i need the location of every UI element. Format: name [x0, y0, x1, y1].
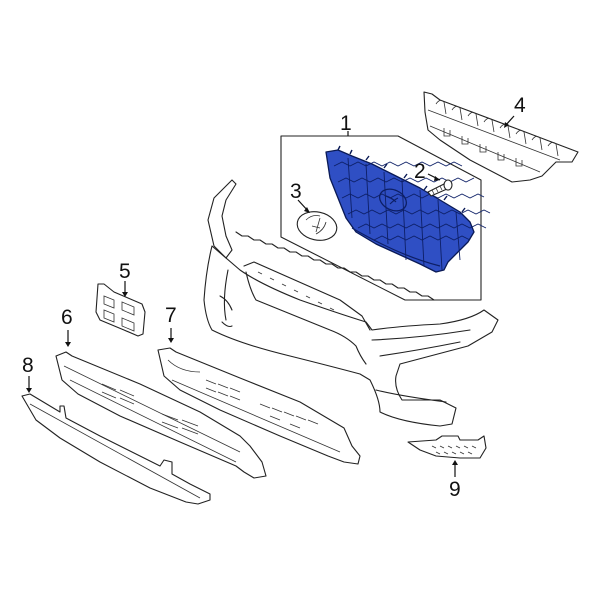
- bumper-cover[interactable]: [203, 179, 499, 427]
- part-6-lower-absorber[interactable]: [55, 351, 267, 479]
- callout-9[interactable]: 9: [449, 460, 461, 501]
- svg-text:6: 6: [61, 306, 73, 329]
- callout-3[interactable]: 3: [290, 180, 310, 213]
- svg-text:3: 3: [290, 180, 302, 203]
- part-9-side-grille[interactable]: [407, 435, 487, 459]
- svg-text:4: 4: [514, 94, 526, 117]
- part-4-upper-bracket[interactable]: [423, 91, 579, 183]
- part-1-grille[interactable]: [325, 145, 491, 273]
- callout-2[interactable]: 2: [414, 160, 441, 183]
- part-5-license-bracket[interactable]: [95, 283, 146, 337]
- callout-5[interactable]: 5: [119, 260, 131, 297]
- part-3-emblem[interactable]: [295, 208, 340, 244]
- part-8-lower-deflector[interactable]: [21, 393, 211, 505]
- assembly-box: [280, 135, 482, 301]
- part-2-screw[interactable]: [427, 179, 453, 197]
- part-7-lower-grille[interactable]: [157, 347, 361, 465]
- svg-text:7: 7: [165, 304, 177, 327]
- svg-text:1: 1: [340, 112, 352, 135]
- grille-logo: [378, 188, 408, 212]
- svg-text:2: 2: [414, 160, 426, 183]
- svg-text:8: 8: [22, 354, 34, 377]
- callout-8[interactable]: 8: [22, 354, 34, 393]
- callout-6[interactable]: 6: [61, 306, 73, 347]
- callout-7[interactable]: 7: [165, 304, 177, 343]
- callout-4[interactable]: 4: [504, 94, 526, 128]
- svg-text:9: 9: [449, 478, 461, 501]
- svg-text:5: 5: [119, 260, 131, 283]
- callout-1[interactable]: 1: [340, 112, 352, 136]
